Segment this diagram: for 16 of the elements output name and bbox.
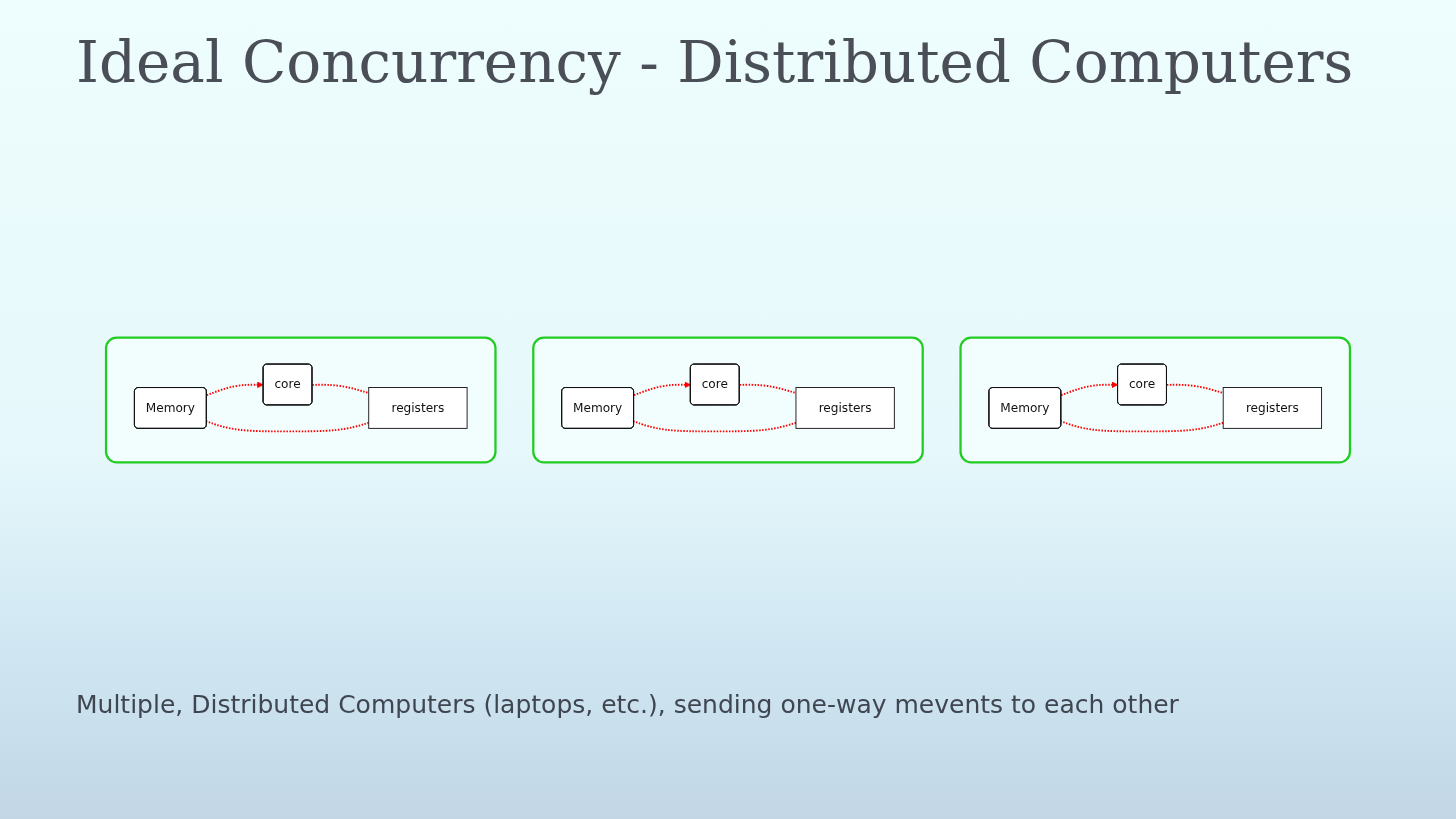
node-box: registers (368, 387, 468, 429)
connector (1165, 383, 1225, 394)
arrow (633, 381, 691, 397)
arrow (1060, 381, 1119, 397)
slide-title: Ideal Concurrency - Distributed Computers (76, 28, 1354, 96)
node-box: registers (1222, 387, 1323, 429)
connector (1060, 420, 1225, 433)
cluster (959, 336, 1352, 464)
connector (738, 383, 797, 394)
cluster (532, 336, 924, 464)
connector (311, 383, 370, 394)
caption: Multiple, Distributed Computers (laptops, etc.), sending one-way mevents to each other (76, 690, 1179, 719)
node-box: registers (795, 387, 895, 429)
cluster (104, 336, 497, 464)
arrow (205, 381, 264, 397)
connector (633, 420, 797, 433)
